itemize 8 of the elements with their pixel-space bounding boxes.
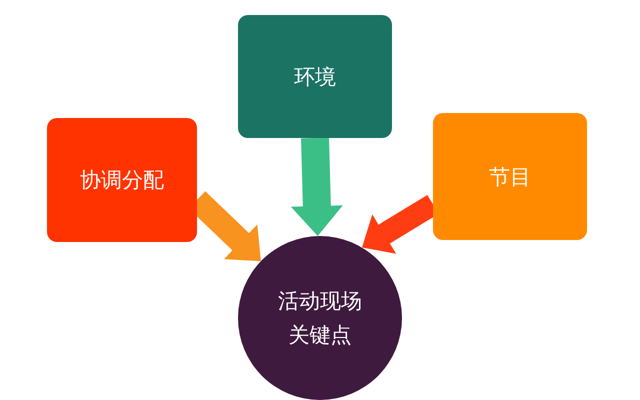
node-label: 活动现场关键点: [277, 288, 363, 349]
process-box: [433, 113, 587, 240]
process-box: [238, 15, 392, 138]
node-label: 节目: [489, 164, 531, 190]
process-box: [47, 118, 197, 242]
node-label: 环境: [294, 64, 336, 90]
block-arrow: [290, 138, 343, 236]
node-label: 协调分配: [80, 167, 164, 194]
